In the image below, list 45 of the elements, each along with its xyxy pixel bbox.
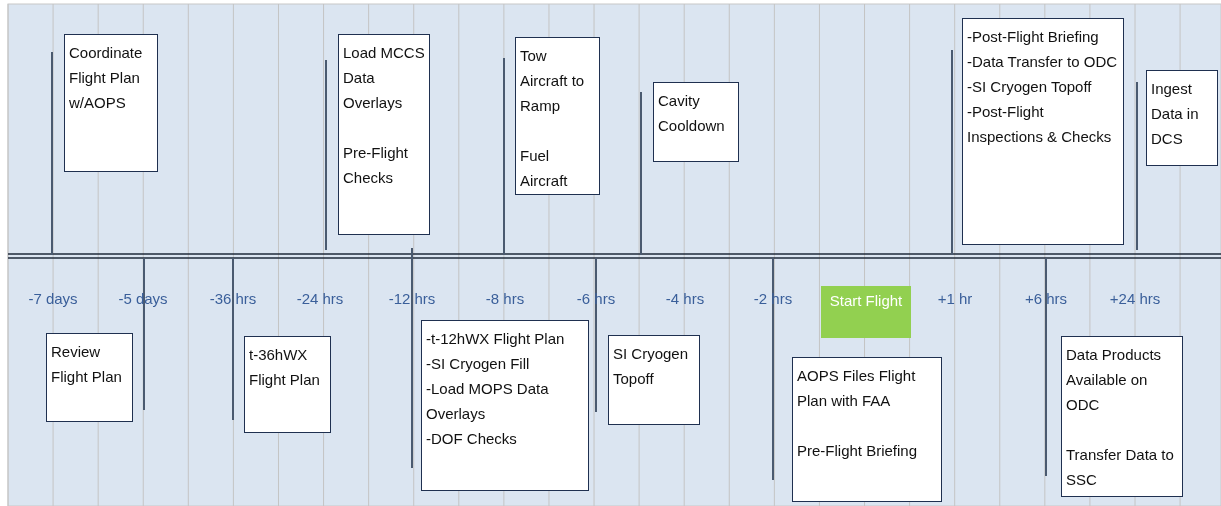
task-text: -Load MOPS Data Overlays	[426, 379, 550, 424]
task-box	[244, 336, 331, 433]
task-box	[421, 320, 589, 491]
task-text: -Post-Flight Inspections & Checks	[967, 102, 1113, 147]
task-text: Data Products Available on ODC	[1066, 345, 1163, 415]
time-label: -7 days	[28, 290, 78, 307]
milestone-text: Start Flight	[829, 292, 903, 309]
task-text: Coordinate Flight Plan w/AOPS	[69, 43, 144, 113]
task-box	[653, 82, 739, 162]
time-label: +1 hr	[937, 290, 973, 307]
time-label: -12 hrs	[388, 290, 436, 307]
task-text: t-36hWX Flight Plan	[249, 345, 321, 390]
task-text: Transfer Data to SSC	[1066, 445, 1175, 490]
task-box	[1061, 336, 1183, 497]
task-text: Cavity Cooldown	[658, 91, 726, 136]
task-box	[608, 335, 700, 425]
task-text: -t-12hWX Flight Plan	[426, 329, 566, 349]
task-text: Pre-Flight Checks	[343, 143, 410, 188]
task-box	[792, 357, 942, 502]
task-text: Review Flight Plan	[51, 342, 123, 387]
time-label: -36 hrs	[209, 290, 257, 307]
time-label: +24 hrs	[1109, 290, 1161, 307]
task-text: -SI Cryogen Topoff	[967, 77, 1093, 97]
task-text: AOPS Files Flight Plan with FAA	[797, 366, 917, 411]
task-text: -Data Transfer to ODC	[967, 52, 1119, 72]
time-label: -8 hrs	[485, 290, 525, 307]
task-text: SI Cryogen Topoff	[613, 344, 690, 389]
task-text: -DOF Checks	[426, 429, 518, 449]
task-text: Fuel Aircraft	[520, 146, 569, 191]
task-text: Load MCCS Data Overlays	[343, 43, 425, 113]
task-box	[515, 37, 600, 195]
task-box	[338, 34, 430, 235]
time-label: +6 hrs	[1024, 290, 1068, 307]
task-text: Tow Aircraft to Ramp	[520, 46, 586, 116]
task-box	[64, 34, 158, 172]
time-label: -24 hrs	[296, 290, 344, 307]
task-box	[46, 333, 133, 422]
task-text: -SI Cryogen Fill	[426, 354, 531, 374]
task-box	[1146, 70, 1218, 166]
task-text: Pre-Flight Briefing	[797, 441, 919, 461]
time-label: -4 hrs	[665, 290, 705, 307]
task-box	[962, 18, 1124, 245]
task-text: Ingest Data in DCS	[1151, 79, 1200, 149]
task-text: -Post-Flight Briefing	[967, 27, 1100, 47]
milestone-box	[821, 286, 911, 338]
